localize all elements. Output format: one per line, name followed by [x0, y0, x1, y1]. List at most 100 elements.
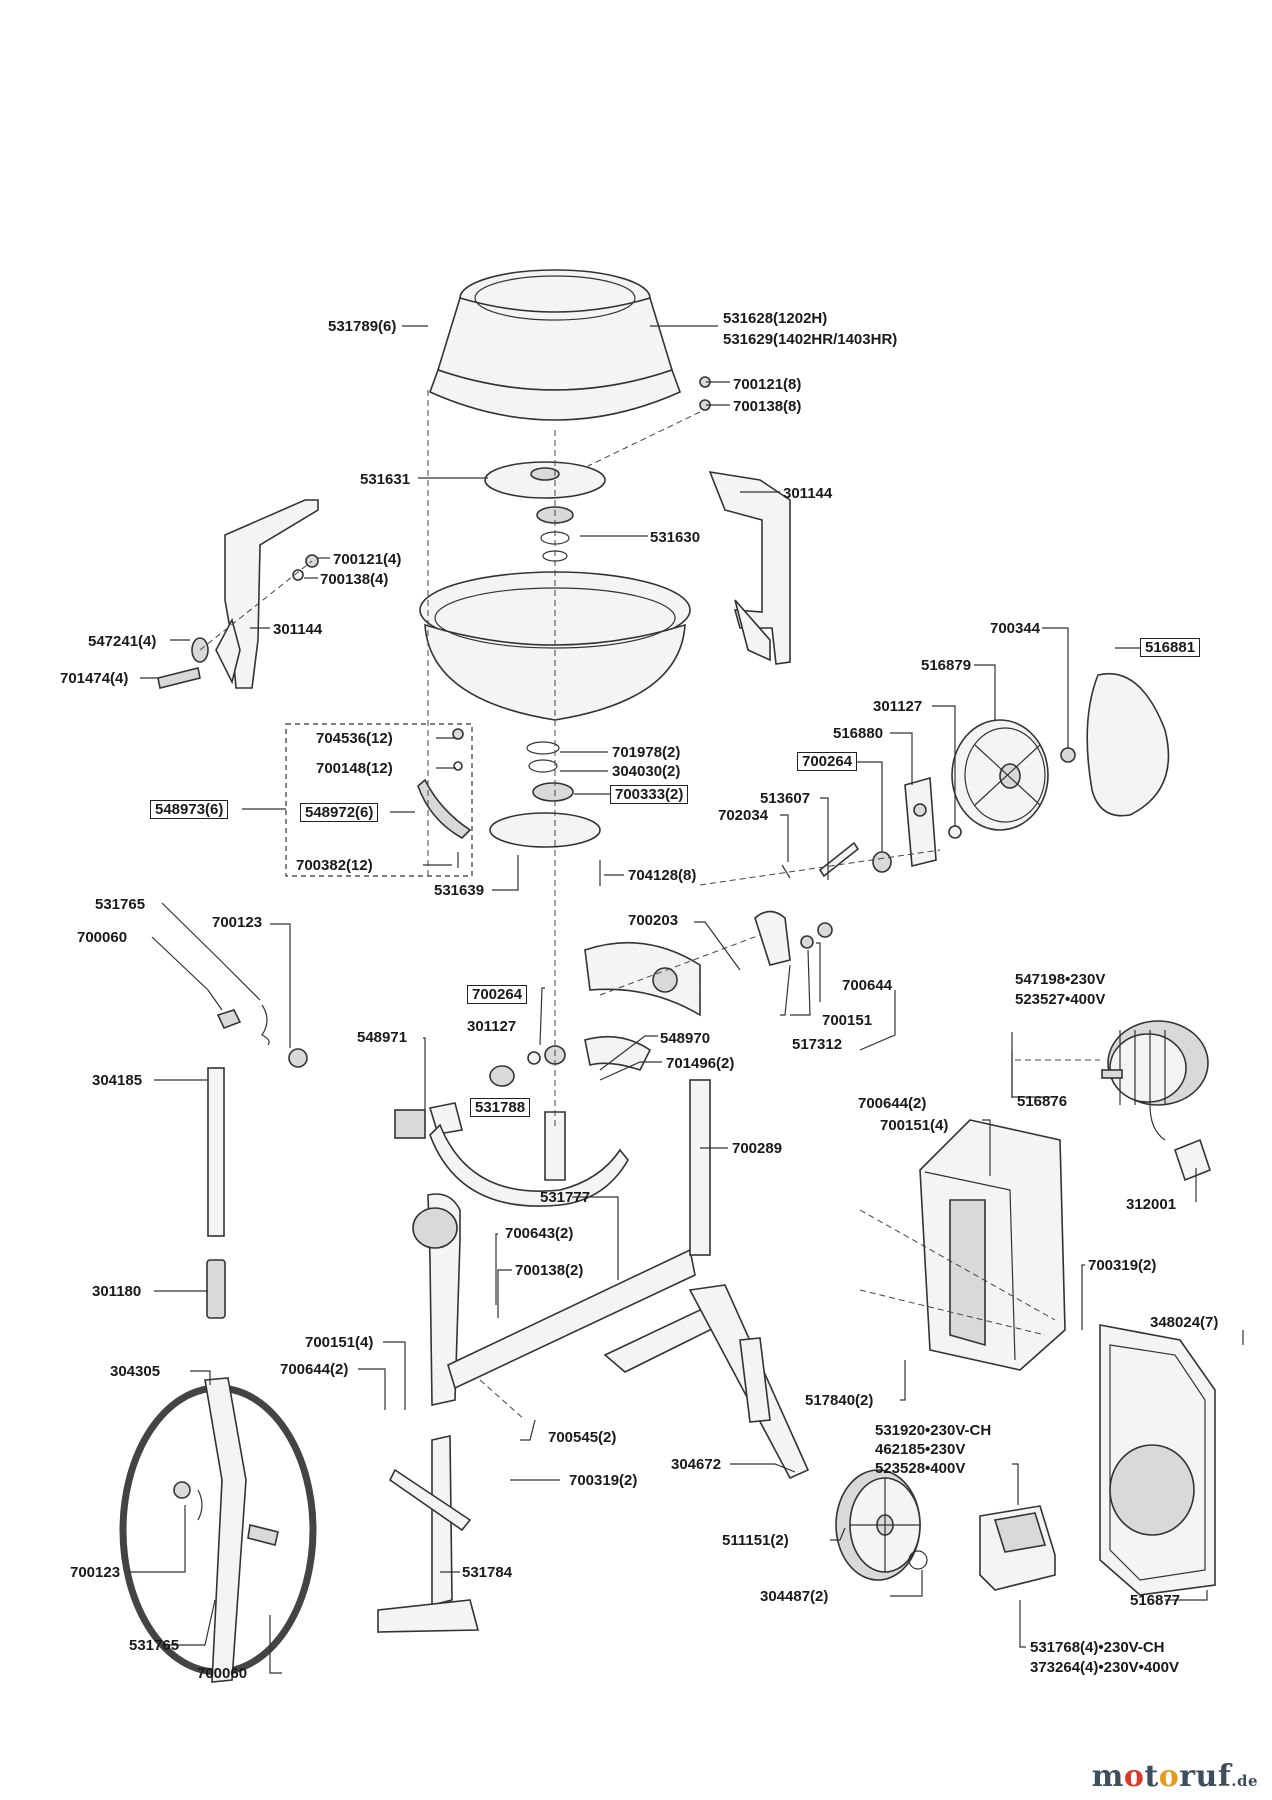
label-531920-230v-ch: 531920•230V-CH [875, 1422, 992, 1439]
label-700643-2: 700643(2) [505, 1225, 574, 1242]
label-531768-4: 531768(4)•230V-CH [1030, 1639, 1165, 1656]
motoruf-logo: motoruf.de [1091, 1759, 1258, 1794]
label-373264-4: 373264(4)•230V•400V [1030, 1659, 1179, 1676]
v-belt-516881 [1086, 673, 1170, 817]
label-513607: 513607 [760, 790, 811, 807]
label-301127-mid: 301127 [467, 1018, 517, 1035]
label-462185-230v: 462185•230V [875, 1441, 966, 1458]
label-704128-8: 704128(8) [628, 867, 697, 884]
mixing-blade-548972 [417, 728, 472, 868]
leader-lines [128, 325, 1244, 1674]
label-700264-top: 700264 [797, 752, 858, 771]
label-701496-2: 701496(2) [666, 1055, 735, 1072]
label-304487-2: 304487(2) [760, 1588, 829, 1605]
label-548970: 548970 [660, 1030, 711, 1047]
label-523527-400v: 523527•400V [1015, 991, 1106, 1008]
label-516879: 516879 [921, 657, 972, 674]
label-547198-230v: 547198•230V [1015, 971, 1106, 988]
label-704536-12: 704536(12) [316, 730, 393, 747]
label-700151: 700151 [822, 1012, 873, 1029]
label-700123-bottom: 700123 [70, 1564, 121, 1581]
pinion-gear-housing-548970 [584, 941, 701, 1071]
label-700264-mid: 700264 [467, 985, 528, 1004]
circlip-700344 [1060, 747, 1076, 763]
label-304305: 304305 [110, 1363, 161, 1380]
label-301180: 301180 [92, 1283, 142, 1300]
label-517312: 517312 [792, 1036, 843, 1053]
washer-304487 [908, 1550, 928, 1570]
frame-531777 [412, 1079, 711, 1406]
motor-547198 [1101, 1020, 1209, 1141]
label-516876: 516876 [1017, 1093, 1068, 1110]
label-304030-2: 304030(2) [612, 763, 681, 780]
label-516877: 516877 [1130, 1592, 1181, 1609]
label-700060-top: 700060 [77, 929, 128, 946]
label-304672: 304672 [671, 1456, 722, 1473]
label-700151-4-left: 700151(4) [305, 1334, 374, 1351]
shaft-513607 [781, 841, 892, 879]
drum-top-cone [428, 269, 682, 421]
assembly-dash-lines [427, 390, 1100, 1421]
label-516880: 516880 [833, 725, 884, 742]
blade-kit-box [285, 723, 473, 877]
base-stand-304672 [603, 1284, 810, 1480]
label-531777: 531777 [540, 1189, 591, 1206]
label-700203: 700203 [628, 912, 679, 929]
label-511151-2: 511151(2) [722, 1532, 789, 1549]
bracket-517312 [754, 910, 833, 966]
label-547241-4: 547241(4) [88, 633, 157, 650]
drum-flange-531631 [484, 461, 606, 499]
label-700121-4: 700121(4) [333, 551, 402, 568]
label-531631: 531631 [360, 471, 411, 488]
label-301144-left: 301144 [273, 621, 323, 638]
label-700138-4: 700138(4) [320, 571, 389, 588]
label-531628-1202h: 531628(1202H) [723, 310, 828, 327]
label-700138-2: 700138(2) [515, 1262, 584, 1279]
label-700121-8: 700121(8) [733, 376, 802, 393]
label-700382-12: 700382(12) [296, 857, 373, 874]
handle-bar-304185 [207, 1067, 225, 1237]
label-548971: 548971 [357, 1029, 408, 1046]
label-531630: 531630 [650, 529, 701, 546]
bracket-301144-right [708, 470, 791, 665]
label-531784: 531784 [462, 1564, 513, 1581]
label-531788: 531788 [470, 1098, 531, 1117]
fasteners-left-bracket [157, 554, 319, 689]
label-531639: 531639 [434, 882, 485, 899]
support-516880 [904, 776, 962, 868]
label-312001: 312001 [1126, 1196, 1177, 1213]
label-517840-2: 517840(2) [805, 1392, 874, 1409]
label-523528-400v: 523528•400V [875, 1460, 966, 1477]
label-700148-12: 700148(12) [316, 760, 393, 777]
label-548972-6: 548972(6) [300, 803, 379, 822]
label-700644-2-right: 700644(2) [858, 1095, 927, 1112]
lower-drum-parts [489, 741, 601, 886]
label-700644-2-left: 700644(2) [280, 1361, 349, 1378]
label-700123-top: 700123 [212, 914, 263, 931]
label-700319-2-left: 700319(2) [569, 1472, 638, 1489]
label-531629: 531629(1402HR/1403HR) [723, 331, 898, 348]
label-348024-7: 348024(7) [1150, 1314, 1219, 1331]
label-700319-2-right: 700319(2) [1088, 1257, 1157, 1274]
label-700545-2: 700545(2) [548, 1429, 617, 1446]
motor-cover-516877 [1099, 1324, 1216, 1596]
label-301127-top: 301127 [873, 698, 923, 715]
label-701474-4: 701474(4) [60, 670, 129, 687]
label-700060-bottom: 700060 [197, 1665, 248, 1682]
wheel-511151 [835, 1469, 921, 1581]
handwheel-304305 [119, 1377, 317, 1683]
label-702034: 702034 [718, 807, 769, 824]
lever-spring-parts [216, 1004, 308, 1068]
label-700644: 700644 [842, 977, 893, 994]
label-531765-top: 531765 [95, 896, 146, 913]
label-531789-6: 531789(6) [328, 318, 397, 335]
switch-box-531920 [979, 1505, 1056, 1591]
label-700151-4-right: 700151(4) [880, 1117, 949, 1134]
motor-housing-516876 [919, 1119, 1066, 1371]
label-700333-2: 700333(2) [610, 785, 689, 804]
label-701978-2: 701978(2) [612, 744, 681, 761]
pulley-516879 [951, 719, 1049, 831]
label-700344: 700344 [990, 620, 1041, 637]
label-301144-right: 301144 [783, 485, 833, 502]
